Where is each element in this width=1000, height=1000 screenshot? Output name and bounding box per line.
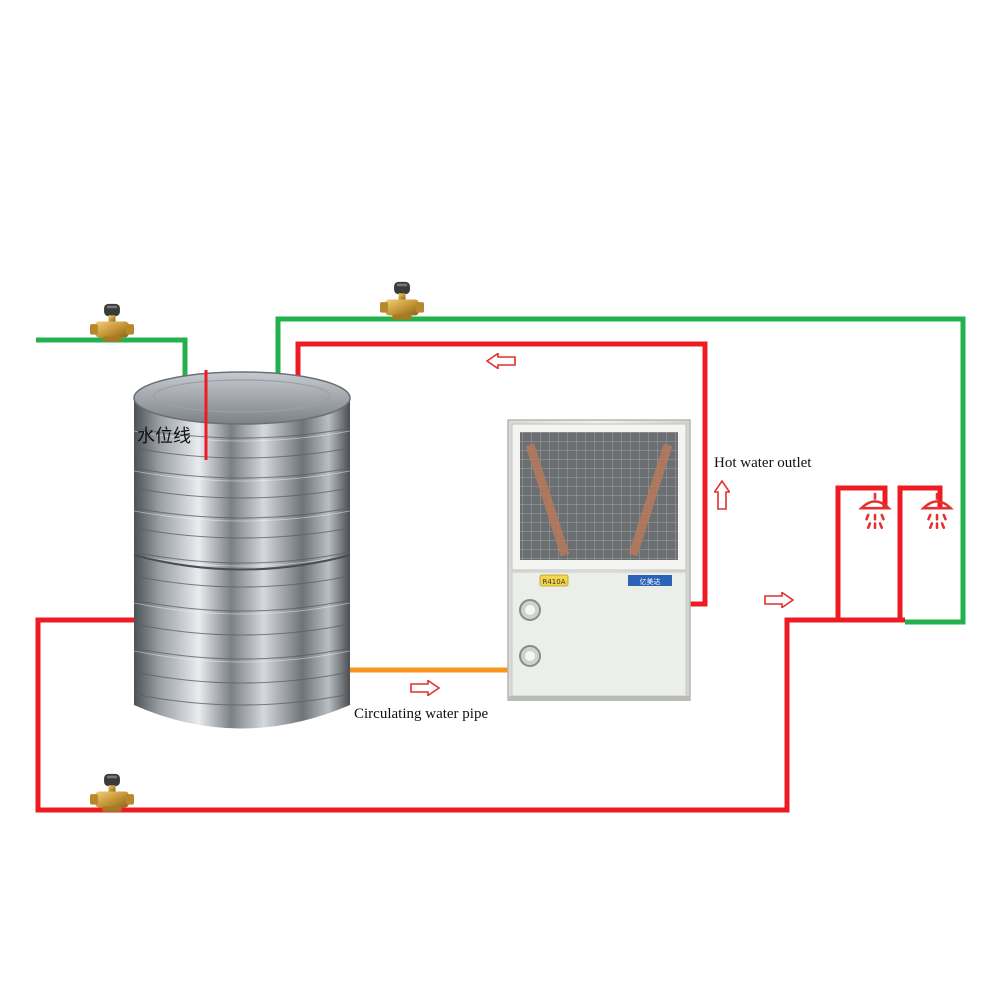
water-tank [133, 371, 351, 729]
pressure-gauge-lower [519, 645, 541, 667]
flow-arrow-icon-circulating [410, 680, 440, 696]
valve-icon-inlet [90, 303, 134, 342]
refrigerant-badge: R410A [542, 578, 565, 586]
circulating-pipe-label: Circulating water pipe [354, 706, 488, 722]
valve-icon-bottom [90, 773, 134, 812]
brand-label: 亿美达 [640, 577, 661, 586]
hot-water-pipe [35, 341, 943, 813]
flow-arrow-icon-outlet [714, 480, 730, 510]
flow-arrow-icon-top [486, 353, 516, 369]
shower-head-icon-2 [922, 492, 952, 530]
water-level-label: 水位线 [137, 426, 191, 447]
valve-icon-top [380, 281, 424, 320]
cold-water-pipe [36, 316, 966, 625]
pressure-gauge-upper [519, 599, 541, 621]
flow-arrow-icon-supply [764, 592, 794, 608]
hot-water-outlet-label: Hot water outlet [714, 455, 812, 471]
heat-pump-unit: R410A 亿美达 [507, 419, 691, 701]
